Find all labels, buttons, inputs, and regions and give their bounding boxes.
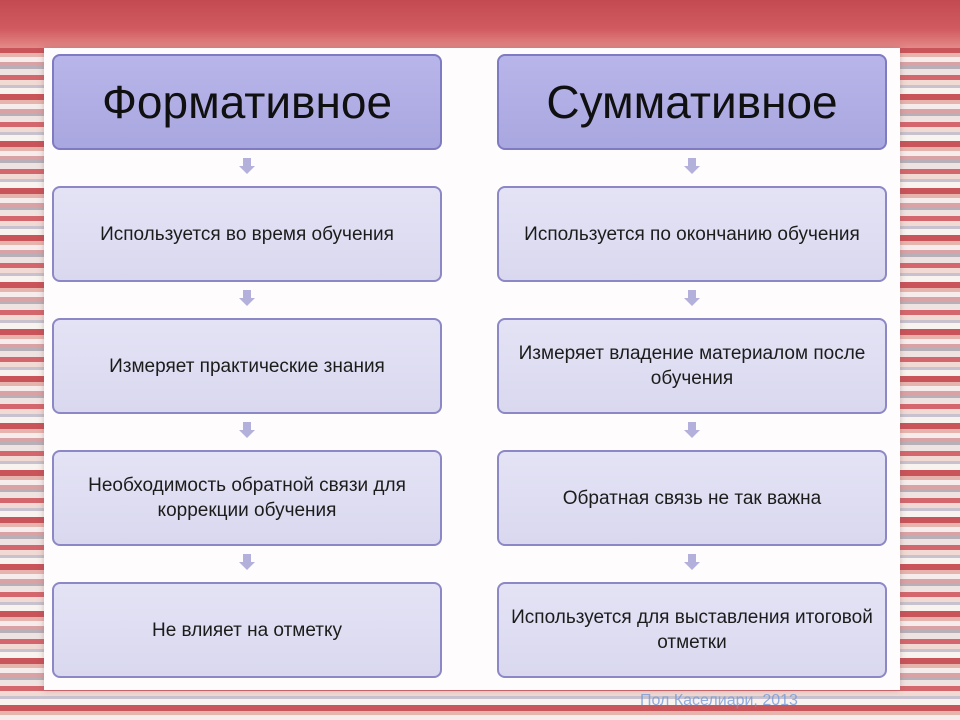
formative-item-2: Измеряет практические знания	[52, 318, 442, 414]
footer-credit: Пол Каселиари, 2013	[640, 692, 798, 709]
summative-arrow-3	[684, 422, 700, 438]
formative-title: Формативное	[101, 76, 393, 128]
formative-item-3-text: Необходимость обратной связи для коррекц…	[88, 475, 406, 521]
summative-item-4-text: Используется для выставления итоговой от…	[511, 607, 873, 653]
formative-item-2-text: Измеряет практические знания	[109, 355, 385, 377]
summative-arrow-1	[684, 158, 700, 174]
top-stripe-band	[0, 0, 960, 48]
summative-arrow-4	[684, 554, 700, 570]
formative-item-4-text: Не влияет на отметку	[151, 619, 343, 641]
summative-item-3-text: Обратная связь не так важна	[562, 487, 822, 509]
formative-header: Формативное	[52, 54, 442, 150]
summative-arrow-2	[684, 290, 700, 306]
formative-item-1-text: Используется во время обучения	[100, 223, 394, 245]
summative-header: Суммативное	[497, 54, 887, 150]
summative-item-1-text: Используется по окончанию обучения	[524, 223, 860, 245]
summative-item-3: Обратная связь не так важна	[497, 450, 887, 546]
formative-item-1: Используется во время обучения	[52, 186, 442, 282]
summative-title: Суммативное	[546, 76, 838, 128]
summative-item-2: Измеряет владение материалом после обуче…	[497, 318, 887, 414]
formative-arrow-3	[239, 422, 255, 438]
formative-item-4: Не влияет на отметку	[52, 582, 442, 678]
summative-item-1: Используется по окончанию обучения	[497, 186, 887, 282]
summative-item-4: Используется для выставления итоговой от…	[497, 582, 887, 678]
formative-arrow-1	[239, 158, 255, 174]
formative-arrow-4	[239, 554, 255, 570]
summative-item-2-text: Измеряет владение материалом после обуче…	[518, 343, 866, 389]
formative-item-3: Необходимость обратной связи для коррекц…	[52, 450, 442, 546]
formative-arrow-2	[239, 290, 255, 306]
